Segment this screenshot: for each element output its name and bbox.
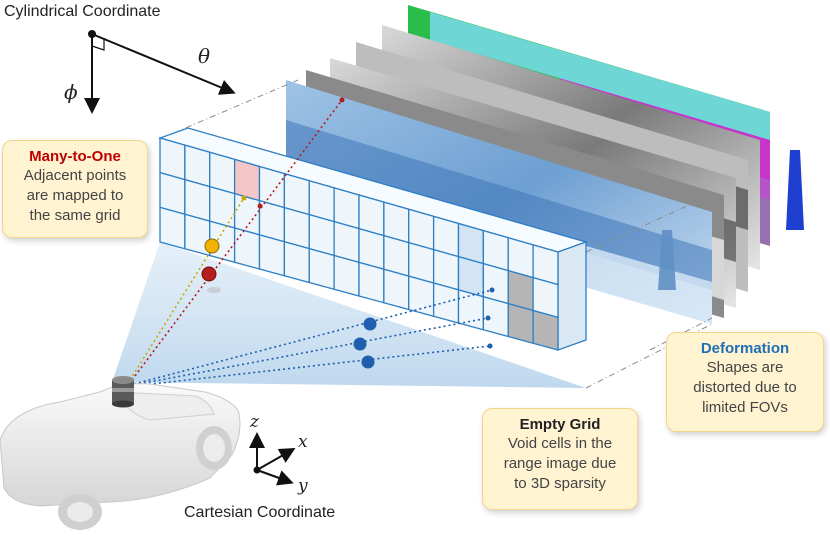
deformation-line-1: Shapes are (706, 359, 784, 376)
cartesian-title: Cartesian Coordinate (184, 504, 336, 521)
lidar-rays (129, 99, 493, 387)
range-grid (157, 127, 589, 351)
empty-grid-title: Empty Grid (519, 416, 601, 433)
semantic-layer-sky (430, 12, 770, 140)
grid-cell (283, 240, 310, 284)
empty-grid-line-2: range image due (503, 455, 617, 472)
depth-person (658, 230, 676, 290)
z-label: z (250, 412, 259, 432)
empty-grid-callout: Empty Grid Void cells in the range image… (482, 408, 638, 510)
y-label: y (298, 476, 308, 496)
grid-side-face (557, 241, 587, 351)
point-blue-1 (363, 317, 377, 331)
empty-grid-line-3: to 3D sparsity (514, 475, 606, 492)
ray-yellow (129, 197, 245, 381)
lidar-sensor-icon (112, 376, 134, 408)
ray-blue-1 (133, 289, 493, 385)
car-icon (0, 383, 241, 530)
point-yellow (204, 238, 220, 254)
grid-cell (408, 275, 435, 318)
range-image-stack (286, 5, 804, 324)
grid-cell (233, 227, 261, 270)
depth-layer-front-band (286, 120, 712, 290)
deformation-line-2: distorted due to (693, 379, 797, 396)
many-to-one-title: Many-to-One (29, 148, 121, 165)
deformation-callout: Deformation Shapes are distorted due to … (666, 332, 824, 432)
semantic-person (786, 150, 804, 230)
ray-blue-2 (133, 317, 489, 386)
theta-label: θ (198, 44, 211, 68)
grid-cell (432, 282, 460, 324)
phi-label: ϕ (64, 80, 78, 104)
grid-cell (159, 206, 186, 250)
deformation-line-3: limited FOVs (702, 399, 788, 416)
ray-red (131, 99, 343, 381)
empty-grid-line-1: Void cells in the (507, 435, 613, 452)
grid-cell (507, 302, 534, 345)
cylindrical-title: Cylindrical Coordinate (4, 3, 161, 20)
lidar-frustum (112, 242, 586, 388)
deformation-title: Deformation (700, 340, 790, 357)
lidar-points (201, 97, 495, 369)
many-to-one-callout: Many-to-One Adjacent points are mapped t… (2, 140, 148, 238)
grid-cell (383, 268, 410, 311)
grid-cell (258, 233, 286, 277)
point-red (201, 266, 217, 282)
grid-cell (457, 288, 485, 331)
cartesian-axes (249, 432, 296, 486)
point-blue-2 (353, 337, 367, 351)
grid-cell (358, 261, 385, 304)
cylindrical-axes (84, 30, 236, 114)
point-blue-3 (361, 355, 375, 369)
many-to-one-line-2: are mapped to (26, 187, 124, 204)
x-label: x (298, 432, 308, 452)
grid-cell (333, 254, 360, 297)
grid-cell (532, 309, 559, 351)
grid-cell (308, 247, 335, 291)
many-to-one-line-1: Adjacent points (23, 167, 127, 184)
many-to-one-line-3: the same grid (29, 207, 121, 224)
